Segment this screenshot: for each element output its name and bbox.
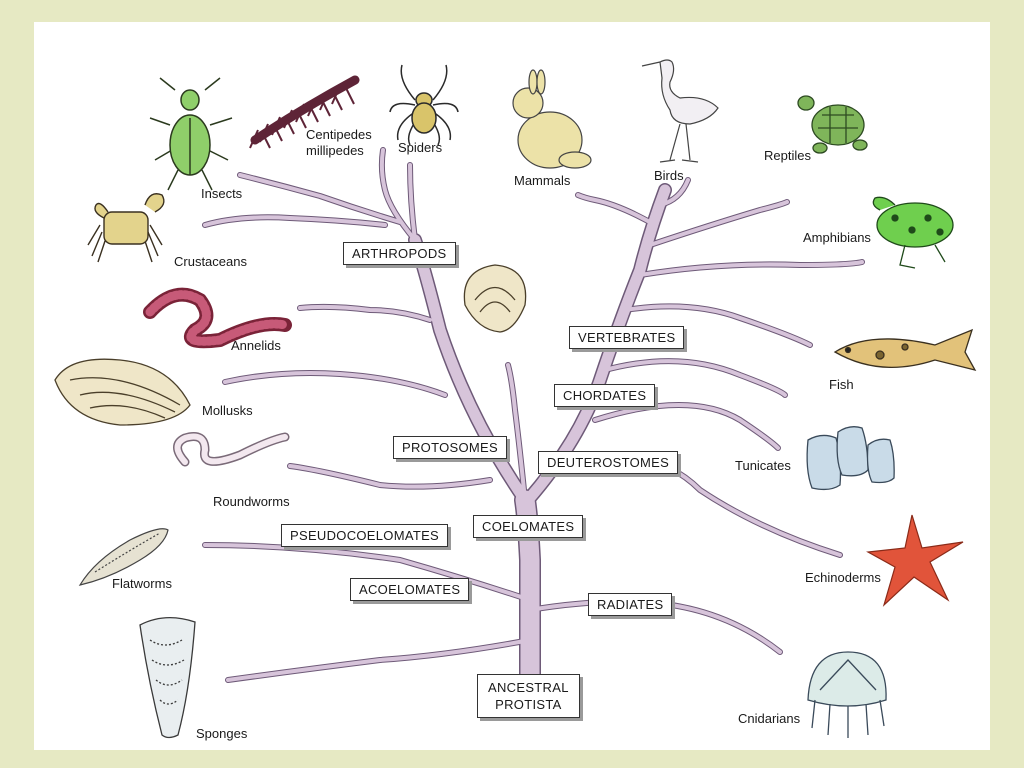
spider-icon xyxy=(389,64,459,146)
shell-icon xyxy=(463,264,527,333)
crab-icon xyxy=(87,193,165,263)
tunicate-icon xyxy=(806,426,895,491)
label-roundworms: Roundworms xyxy=(213,494,290,509)
starfish-icon xyxy=(866,514,964,607)
label-reptiles: Reptiles xyxy=(764,148,811,163)
label-birds: Birds xyxy=(654,168,684,183)
earthworm-icon xyxy=(143,287,292,349)
label-amphibians: Amphibians xyxy=(803,230,871,245)
group-deuterostomes: DEUTEROSTOMES xyxy=(538,451,679,474)
centipedes-line-1: Centipedes xyxy=(306,127,372,142)
group-radiates: RADIATES xyxy=(588,593,673,616)
branch-fills xyxy=(203,148,864,690)
label-flatworms: Flatworms xyxy=(112,576,172,591)
group-chordates: CHORDATES xyxy=(554,384,656,407)
group-acoelomates: ACOELOMATES xyxy=(350,578,470,601)
beetle-icon xyxy=(149,77,233,191)
roundworm-icon xyxy=(173,432,290,467)
centipedes-line-2: millipedes xyxy=(306,143,364,158)
label-echinoderms: Echinoderms xyxy=(805,570,881,585)
label-crustaceans: Crustaceans xyxy=(174,254,247,269)
label-sponges: Sponges xyxy=(196,726,248,741)
label-mollusks: Mollusks xyxy=(202,403,253,418)
label-insects: Insects xyxy=(201,186,243,201)
group-vertebrates: VERTEBRATES xyxy=(569,326,685,349)
group-pseudocoelomates: PSEUDOCOELOMATES xyxy=(281,524,449,547)
label-fish: Fish xyxy=(829,377,854,392)
group-ancestral-protista: ANCESTRAL PROTISTA xyxy=(477,674,580,718)
frog-icon xyxy=(872,196,954,269)
sponge-icon xyxy=(139,617,196,739)
rabbit-icon xyxy=(512,69,592,169)
ancestral-line-2: PROTISTA xyxy=(495,697,562,712)
label-centipedes-millipedes: Centipedes millipedes xyxy=(306,127,372,159)
label-mammals: Mammals xyxy=(514,173,571,188)
fish-icon xyxy=(833,328,977,371)
group-coelomates: COELOMATES xyxy=(473,515,584,538)
ancestral-line-1: ANCESTRAL xyxy=(488,680,569,695)
label-spiders: Spiders xyxy=(398,140,443,155)
group-protostomes: PROTOSOMES xyxy=(393,436,507,459)
clam-icon xyxy=(54,358,191,426)
flatworm-icon xyxy=(78,528,169,586)
label-annelids: Annelids xyxy=(231,338,281,353)
jellyfish-icon xyxy=(807,651,887,738)
centipede-icon xyxy=(249,75,360,149)
label-cnidarians: Cnidarians xyxy=(738,711,801,726)
label-tunicates: Tunicates xyxy=(735,458,791,473)
egret-icon xyxy=(641,59,719,163)
group-arthropods: ARTHROPODS xyxy=(343,242,456,265)
turtle-icon xyxy=(797,95,868,154)
